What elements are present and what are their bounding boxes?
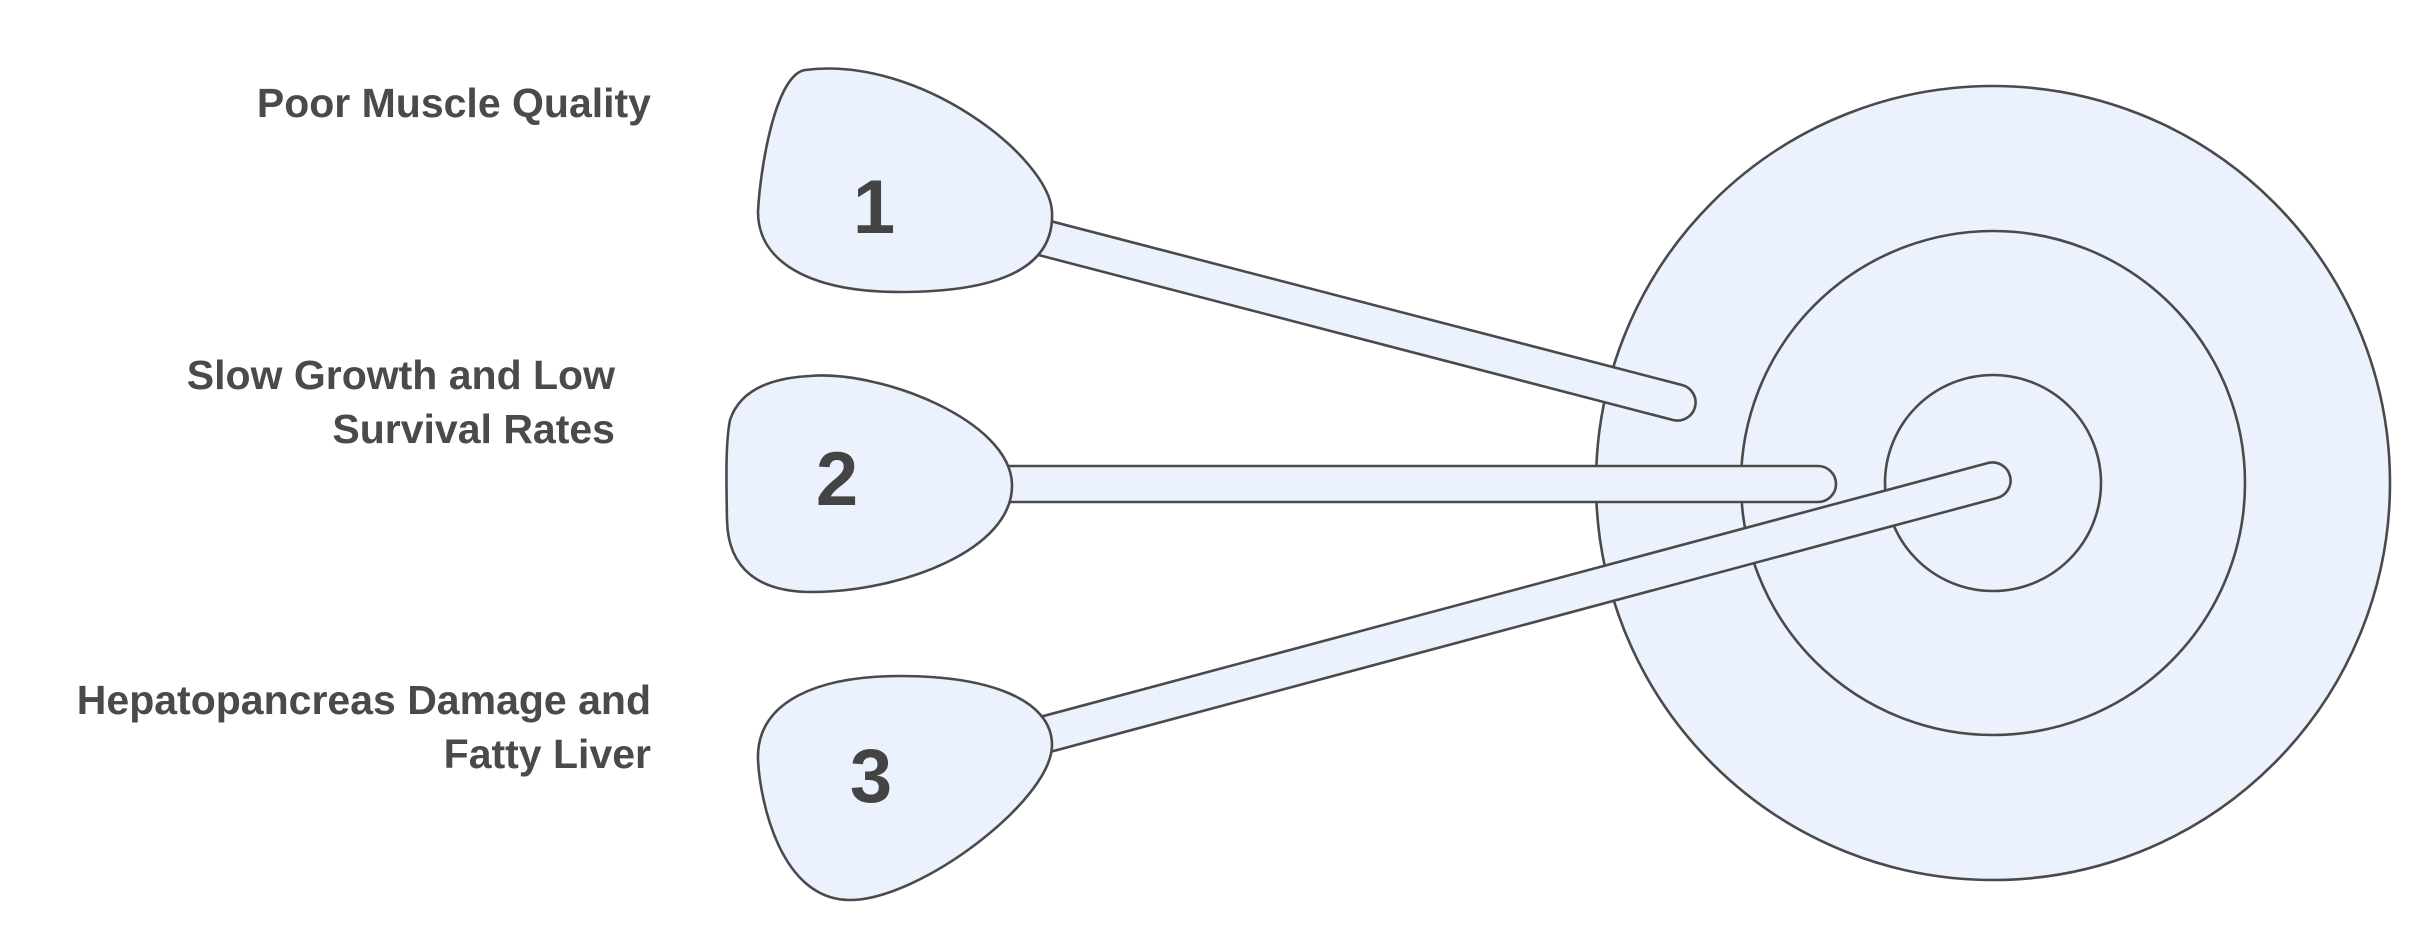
arrow-2-head bbox=[725, 374, 1014, 594]
arrow-1-head bbox=[756, 67, 1054, 294]
arrow-3-head bbox=[756, 674, 1054, 902]
arrow-2: 2 bbox=[725, 374, 1838, 594]
label-2-line-2: Survival Rates bbox=[332, 406, 615, 452]
arrow-3-number: 3 bbox=[850, 734, 892, 819]
label-1-line-1: Poor Muscle Quality bbox=[256, 80, 651, 126]
label-3-line-1: Hepatopancreas Damage and bbox=[76, 677, 651, 723]
arrow-1-shaft bbox=[998, 206, 1697, 422]
arrow-1: 1 bbox=[756, 67, 1697, 422]
label-hepatopancreas-damage: Hepatopancreas Damage and Fatty Liver bbox=[77, 673, 651, 781]
arrow-2-shaft bbox=[988, 464, 1838, 504]
label-poor-muscle-quality: Poor Muscle Quality bbox=[257, 76, 651, 130]
label-slow-growth: Slow Growth and Low Survival Rates bbox=[187, 348, 615, 456]
label-2-line-1: Slow Growth and Low bbox=[186, 352, 615, 398]
arrow-2-number: 2 bbox=[816, 437, 858, 522]
arrow-3: 3 bbox=[756, 461, 2012, 902]
arrow-1-number: 1 bbox=[853, 165, 895, 250]
label-3-line-2: Fatty Liver bbox=[443, 731, 651, 777]
arrow-3-shaft bbox=[1008, 461, 2012, 762]
